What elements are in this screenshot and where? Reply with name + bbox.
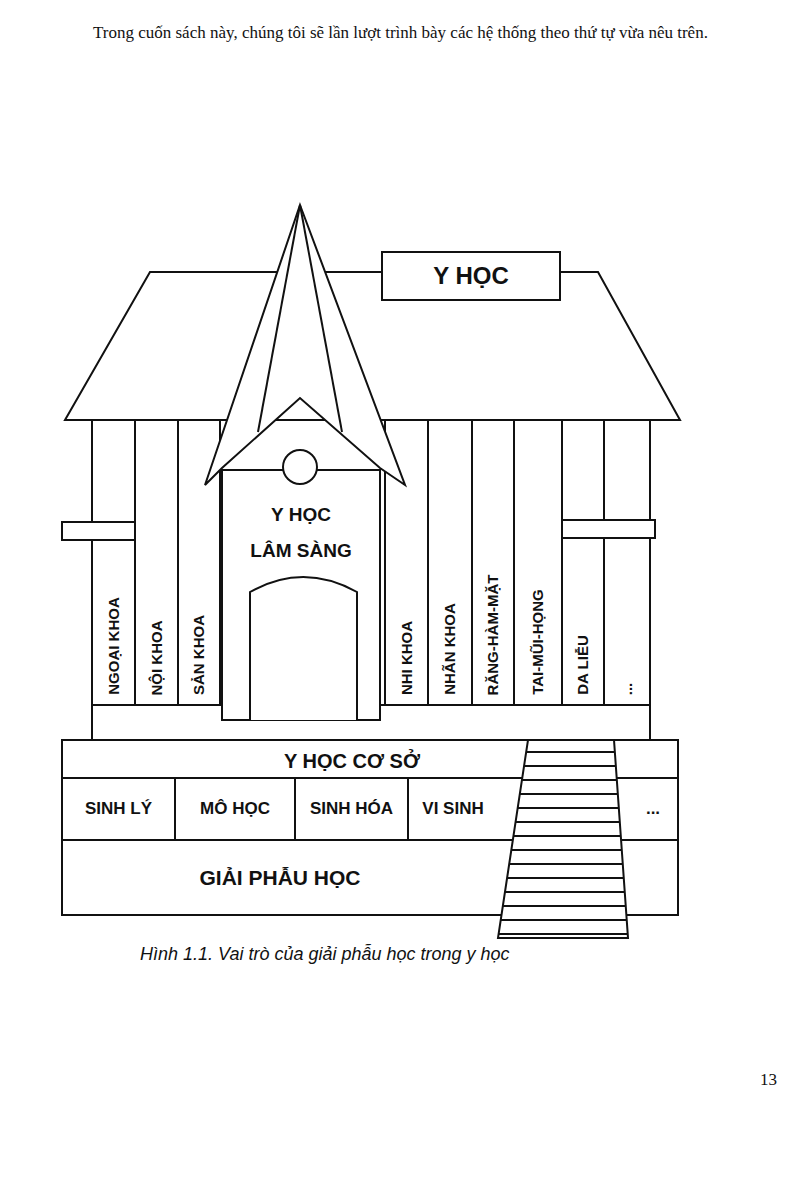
drawing-stroke <box>511 849 621 851</box>
tower <box>205 205 405 720</box>
drawing-stroke <box>516 821 620 823</box>
foundation-band: Y HỌC CƠ SỞ SINH LÝ MÔ HỌC SINH HÓA VI SINH.… <box>62 740 678 915</box>
drawing-stroke <box>509 863 623 865</box>
drawing-stroke <box>62 522 135 540</box>
body-paragraph: Trong cuốn sách này, chúng tôi sẽ lần lư… <box>50 20 780 46</box>
drawing-stroke <box>513 835 620 837</box>
drawing-stroke <box>513 420 515 705</box>
specialty-column: NGOẠI KHOA <box>92 420 135 705</box>
node-text: MÔ HỌC <box>200 799 270 819</box>
node-text: NỘI KHOA <box>148 620 166 695</box>
specialty-column: TAI-MŨI-HỌNG <box>514 420 562 705</box>
house-body <box>65 272 680 740</box>
drawing-stroke <box>222 470 380 720</box>
drawing-stroke <box>92 420 650 740</box>
node-text: DA LIỄU <box>574 636 592 695</box>
node-text: Y HỌC <box>433 262 509 291</box>
drawing-stroke <box>505 891 625 893</box>
drawing-stroke <box>174 778 176 840</box>
tower-box: Y HỌC LÂM SÀNG <box>222 494 380 572</box>
drawing-stroke <box>522 779 617 781</box>
node-text: GIẢI PHẪU HỌC <box>199 865 360 890</box>
specialty-column: NHÃN KHOA <box>428 420 472 705</box>
drawing-stroke <box>177 420 179 705</box>
anatomy-band: GIẢI PHẪU HỌC <box>62 840 498 915</box>
node-text: SINH HÓA <box>310 799 393 819</box>
subject-cell: ... <box>628 778 678 840</box>
roof-sign-box: Y HỌC <box>382 252 560 300</box>
node-text: NHÃN KHOA <box>441 603 459 695</box>
drawing-stroke <box>205 205 405 485</box>
drawing-stroke <box>518 807 619 809</box>
node-text: ... <box>618 682 636 695</box>
specialty-column: ... <box>604 420 650 705</box>
drawing-stroke <box>499 933 628 935</box>
drawing-stroke <box>258 205 300 432</box>
specialty-column: NỘI KHOA <box>135 420 178 705</box>
specialty-column: RĂNG-HÀM-MẶT <box>472 420 514 705</box>
node-text: NGOẠI KHOA <box>105 598 123 696</box>
page-number: 13 <box>760 1070 777 1090</box>
figure-caption: Hình 1.1. Vai trò của giải phẫu học tron… <box>140 944 510 965</box>
specialty-column: NHI KHOA <box>385 420 428 705</box>
drawing-stroke <box>503 905 626 907</box>
node-text: RĂNG-HÀM-MẶT <box>484 574 502 695</box>
drawing-stroke <box>294 778 296 840</box>
specialty-column: SẢN KHOA <box>178 420 220 705</box>
node-text: NHI KHOA <box>398 621 416 695</box>
node-text: ... <box>646 799 660 819</box>
subject-cell: MÔ HỌC <box>175 778 295 840</box>
drawing-stroke <box>520 793 618 795</box>
drawing-stroke <box>501 919 627 921</box>
drawing-stroke <box>283 450 317 484</box>
drawing-stroke <box>250 577 357 720</box>
node-text: TAI-MŨI-HỌNG <box>529 589 547 695</box>
specialty-column: DA LIỄU <box>562 420 604 705</box>
node-text: SINH LÝ <box>85 799 152 819</box>
stairs <box>498 740 628 938</box>
drawing-stroke <box>134 420 136 705</box>
node-text: SẢN KHOA <box>190 615 208 695</box>
subject-cell: SINH LÝ <box>62 778 175 840</box>
drawing-stroke <box>498 740 628 938</box>
drawing-stroke <box>524 765 616 767</box>
node-text: Y HỌC CƠ SỞ <box>202 749 502 773</box>
drawing-stroke <box>561 420 563 705</box>
drawing-stroke <box>471 420 473 705</box>
subject-cell: VI SINH <box>408 778 498 840</box>
drawing-stroke <box>407 778 409 840</box>
node-text: Y HỌC LÂM SÀNG <box>231 497 371 569</box>
drawing-stroke <box>507 877 624 879</box>
drawing-stroke <box>603 420 605 705</box>
drawing-stroke <box>526 751 615 753</box>
drawing-stroke <box>300 205 342 432</box>
roof-sign <box>382 252 560 300</box>
subject-cell: SINH HÓA <box>295 778 408 840</box>
drawing-stroke <box>427 420 429 705</box>
drawing-stroke <box>562 520 655 538</box>
node-text: VI SINH <box>422 799 483 819</box>
